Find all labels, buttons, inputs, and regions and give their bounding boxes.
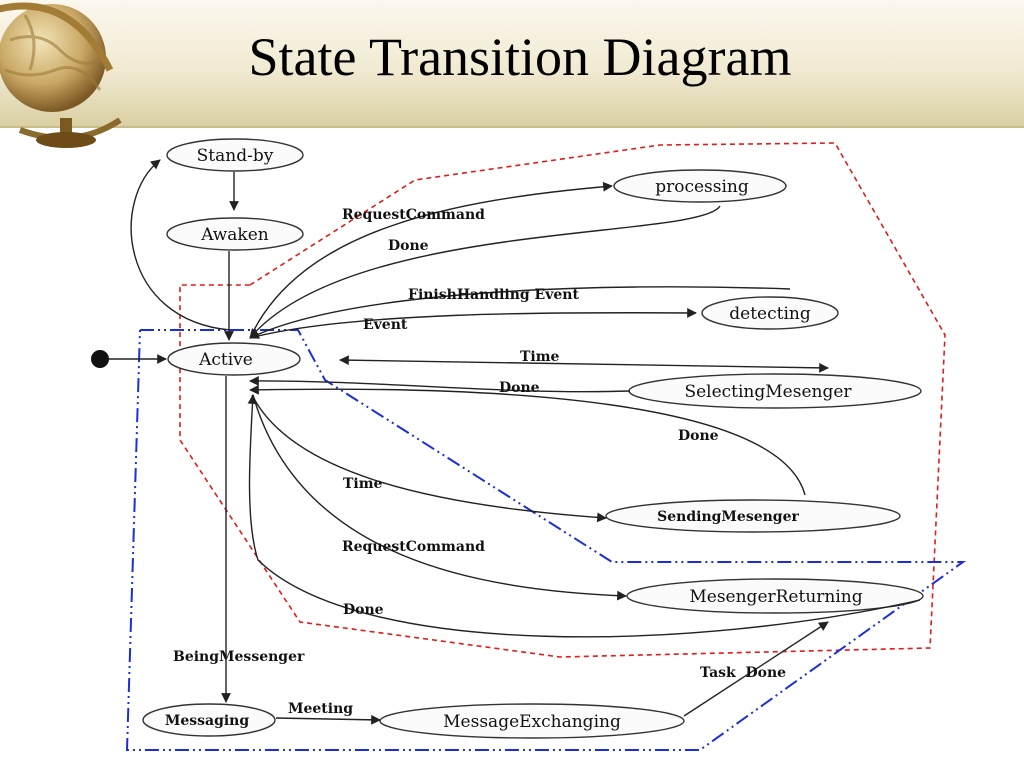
- svg-text:MesengerReturning: MesengerReturning: [689, 587, 862, 607]
- label-event: Event: [363, 317, 408, 333]
- label-done-2: Done: [499, 380, 540, 396]
- svg-text:SendingMesenger: SendingMesenger: [657, 509, 799, 525]
- state-mesenger-returning: MesengerReturning: [626, 578, 924, 614]
- label-done-4: Done: [343, 602, 384, 618]
- label-being-messenger: BeingMessenger: [173, 649, 305, 665]
- svg-text:Messaging: Messaging: [165, 713, 250, 729]
- state-active: Active: [167, 342, 301, 376]
- label-time-1: Time: [520, 349, 560, 365]
- svg-text:Awaken: Awaken: [200, 225, 269, 245]
- title-band-divider: [0, 126, 1024, 128]
- state-messaging: Messaging: [142, 703, 276, 737]
- label-request-command-1: RequestCommand: [342, 207, 485, 223]
- initial-state-dot: [91, 350, 109, 368]
- label-finish-handling: FinishHandling Event: [408, 287, 579, 303]
- svg-text:detecting: detecting: [729, 304, 811, 324]
- page-title: State Transition Diagram: [248, 27, 792, 87]
- state-detecting: detecting: [701, 296, 839, 330]
- label-done-3: Done: [678, 428, 719, 444]
- blue-boundary: [125, 329, 967, 751]
- svg-text:Active: Active: [198, 350, 253, 370]
- svg-text:processing: processing: [655, 177, 749, 197]
- svg-text:MessageExchanging: MessageExchanging: [443, 712, 621, 732]
- label-meeting: Meeting: [288, 701, 353, 717]
- label-time-2: Time: [343, 476, 383, 492]
- label-request-command-2: RequestCommand: [342, 539, 485, 555]
- state-awaken: Awaken: [166, 217, 304, 251]
- state-selecting-mesenger: SelectingMesenger: [628, 373, 922, 409]
- state-sending-mesenger: SendingMesenger: [605, 499, 901, 533]
- state-processing: processing: [613, 169, 787, 203]
- red-boundary: [179, 142, 946, 658]
- label-done-1: Done: [388, 238, 429, 254]
- state-standby: Stand-by: [166, 138, 304, 172]
- svg-text:Stand-by: Stand-by: [197, 146, 274, 166]
- state-message-exchanging: MessageExchanging: [379, 703, 685, 739]
- title-band: [0, 0, 1024, 128]
- globe-icon: [0, 2, 122, 148]
- label-task-done: Task Done: [700, 665, 786, 681]
- svg-text:SelectingMesenger: SelectingMesenger: [684, 382, 852, 402]
